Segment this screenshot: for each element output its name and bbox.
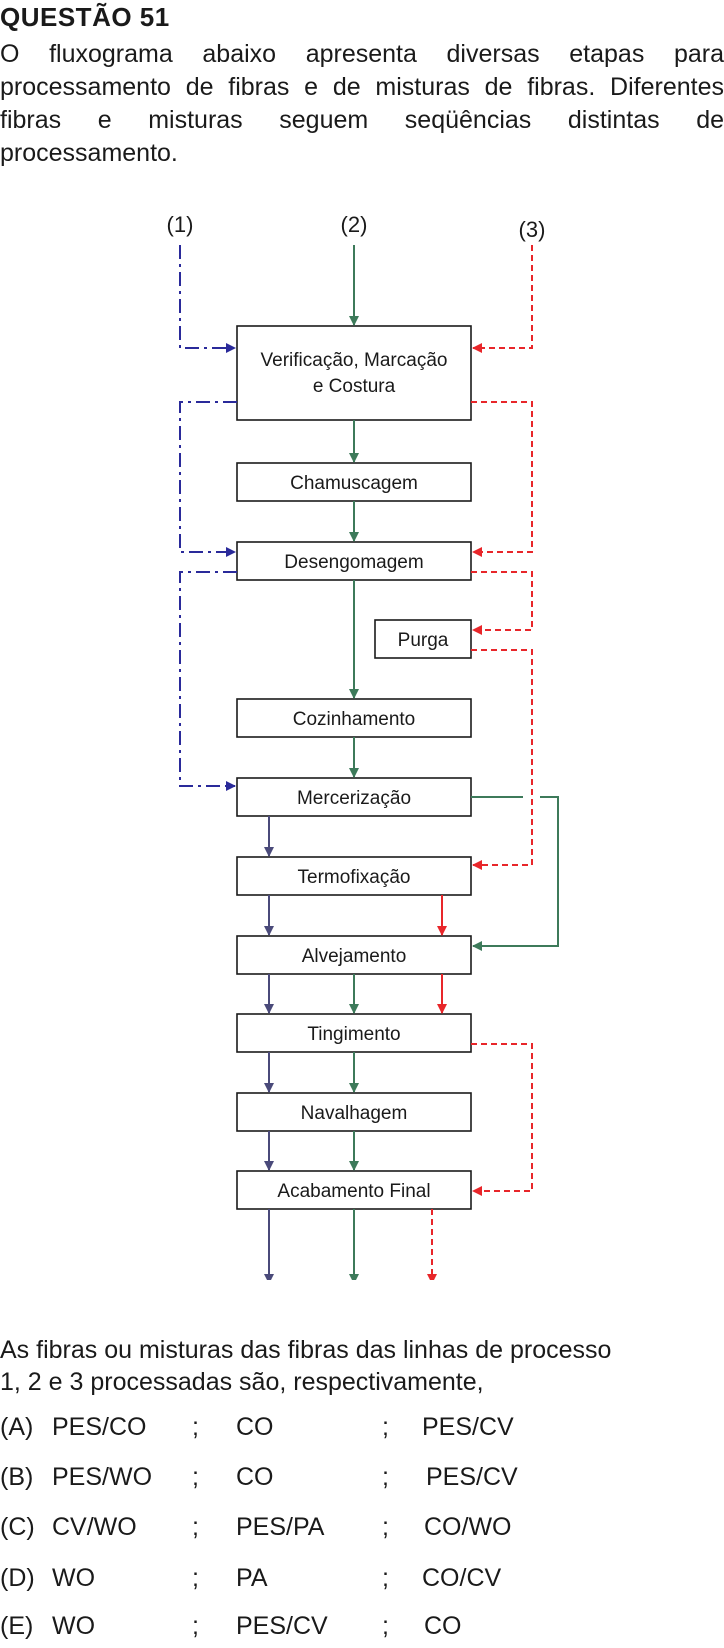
option-letter: (A): [0, 1413, 34, 1441]
line-label-3: (3): [519, 217, 546, 242]
step-label-chamuscagem: Chamuscagem: [290, 473, 418, 494]
step-label-cozinhamento: Cozinhamento: [293, 709, 416, 730]
step-label-verificacao-2: e Costura: [313, 376, 396, 397]
option-value-1: WO: [52, 1564, 96, 1592]
step-box-chamuscagem: [236, 462, 472, 502]
option-value-1: PES/WO: [52, 1463, 153, 1491]
step-box-acabamento: [236, 1170, 472, 1210]
prompt-line-1: As fibras ou misturas das fibras das lin…: [0, 1336, 612, 1364]
option-value-3: PES/CV: [426, 1463, 518, 1491]
option-value-2: PA: [236, 1564, 268, 1592]
option-value-2: CO: [236, 1463, 274, 1491]
option-value-3: CO/WO: [424, 1513, 512, 1541]
option-letter: (B): [0, 1463, 34, 1491]
option-letter: (D): [0, 1564, 35, 1592]
option-separator: ;: [382, 1564, 389, 1592]
line-label-1: (1): [167, 212, 194, 237]
intro-line-1: O fluxograma abaixo apresenta diversas e…: [0, 40, 724, 68]
process-line-1: [179, 245, 237, 791]
option-value-3: CO: [424, 1612, 462, 1640]
step-label-tingimento: Tingimento: [307, 1024, 400, 1045]
option-b[interactable]: (B) PES/WO ; CO ; PES/CV: [0, 1463, 724, 1497]
option-c[interactable]: (C) CV/WO ; PES/PA ; CO/WO: [0, 1513, 724, 1547]
option-value-3: CO/CV: [422, 1564, 502, 1592]
step-box-cozinhamento: [236, 698, 472, 738]
step-label-purga: Purga: [398, 630, 449, 651]
question-title: QUESTÃO 51: [0, 2, 170, 32]
option-value-3: PES/CV: [422, 1413, 514, 1441]
step-label-mercerizacao: Mercerização: [297, 788, 411, 809]
step-box-tingimento: [236, 1013, 472, 1053]
step-box-termofixacao: [236, 856, 472, 896]
step-box-desengomagem: [236, 541, 472, 581]
option-separator: ;: [192, 1463, 199, 1491]
process-flowchart: (1) (2) (3) Verificação, Marcação e Cost…: [167, 212, 559, 1280]
option-letter: (C): [0, 1513, 35, 1541]
option-separator: ;: [192, 1612, 199, 1640]
intro-line-2: processamento de fibras e de misturas de…: [0, 73, 724, 101]
option-value-1: WO: [52, 1612, 96, 1640]
option-d[interactable]: (D) WO ; PA ; CO/CV: [0, 1564, 724, 1598]
option-separator: ;: [382, 1413, 389, 1441]
step-label-navalhagem: Navalhagem: [301, 1103, 408, 1124]
option-value-1: CV/WO: [52, 1513, 137, 1541]
option-value-2: PES/CV: [236, 1612, 328, 1640]
step-box-mercerizacao: [236, 777, 472, 817]
option-separator: ;: [192, 1513, 199, 1541]
process-line-2: [349, 245, 559, 1280]
option-separator: ;: [192, 1413, 199, 1441]
process-line-3: [471, 245, 533, 1196]
option-separator: ;: [382, 1612, 389, 1640]
step-label-acabamento: Acabamento Final: [277, 1181, 430, 1202]
option-value-2: PES/PA: [236, 1513, 325, 1541]
step-label-desengomagem: Desengomagem: [284, 552, 423, 573]
step-box-purga: [374, 619, 472, 659]
step-box-verificacao: [236, 325, 472, 421]
option-value-2: CO: [236, 1413, 274, 1441]
option-separator: ;: [192, 1564, 199, 1592]
option-letter: (E): [0, 1612, 34, 1640]
option-separator: ;: [382, 1513, 389, 1541]
line-label-2: (2): [341, 212, 368, 237]
step-label-verificacao-1: Verificação, Marcação: [261, 350, 448, 371]
prompt-line-2: 1, 2 e 3 processadas são, respectivament…: [0, 1368, 484, 1396]
step-label-termofixacao: Termofixação: [298, 867, 411, 888]
option-value-1: PES/CO: [52, 1413, 147, 1441]
option-e[interactable]: (E) WO ; PES/CV ; CO: [0, 1612, 724, 1646]
step-label-alvejamento: Alvejamento: [302, 946, 407, 967]
option-a[interactable]: (A) PES/CO ; CO ; PES/CV: [0, 1413, 724, 1447]
intro-line-3: fibras e misturas seguem seqüências dist…: [0, 106, 724, 134]
option-separator: ;: [382, 1463, 389, 1491]
intro-line-4: processamento.: [0, 139, 178, 167]
